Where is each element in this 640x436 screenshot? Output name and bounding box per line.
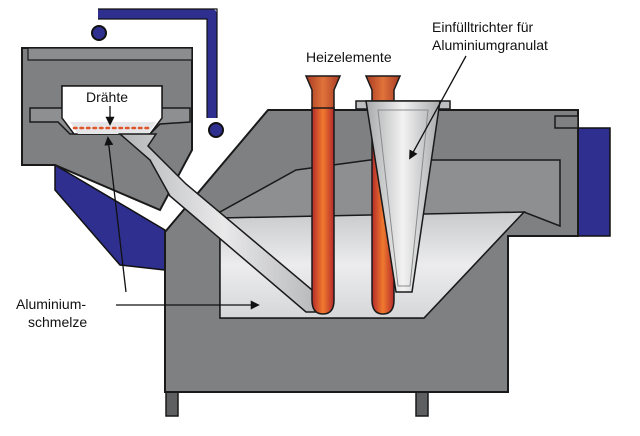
granulate-funnel bbox=[365, 100, 441, 293]
furnace-leg-right bbox=[415, 391, 429, 417]
label-heating-elements: Heizelemente bbox=[306, 49, 392, 65]
funnel-inner-wall bbox=[377, 109, 429, 287]
label-funnel-line2: Aluminiumgranulat bbox=[432, 37, 548, 53]
label-melt-line1: Aluminium- bbox=[16, 296, 86, 312]
pipe-joint-top bbox=[91, 25, 107, 41]
label-wires: Drähte bbox=[86, 89, 128, 105]
blue-side-box-right bbox=[575, 127, 611, 237]
furnace-top-step bbox=[554, 115, 579, 129]
heating-element-1 bbox=[304, 75, 342, 315]
wire-chamber-top-bar bbox=[27, 47, 193, 61]
blue-support-left bbox=[54, 163, 166, 271]
blue-frame-pipe-outline bbox=[98, 8, 218, 118]
label-melt-line2: schmelze bbox=[28, 314, 87, 330]
arrow-melt-to-wires bbox=[104, 136, 127, 293]
label-funnel-line1: Einfülltrichter für bbox=[432, 19, 533, 35]
arrow-funnel bbox=[409, 55, 467, 160]
blue-frame-pipe bbox=[98, 9, 217, 118]
pipe-joint-bottom bbox=[208, 122, 224, 138]
furnace-leg-left bbox=[165, 391, 179, 417]
